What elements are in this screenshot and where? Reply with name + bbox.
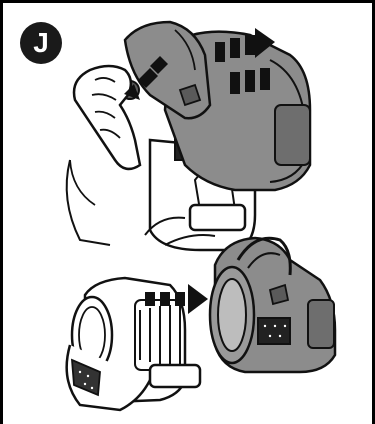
bottom-scene: [67, 238, 335, 410]
top-scene: [67, 22, 310, 250]
